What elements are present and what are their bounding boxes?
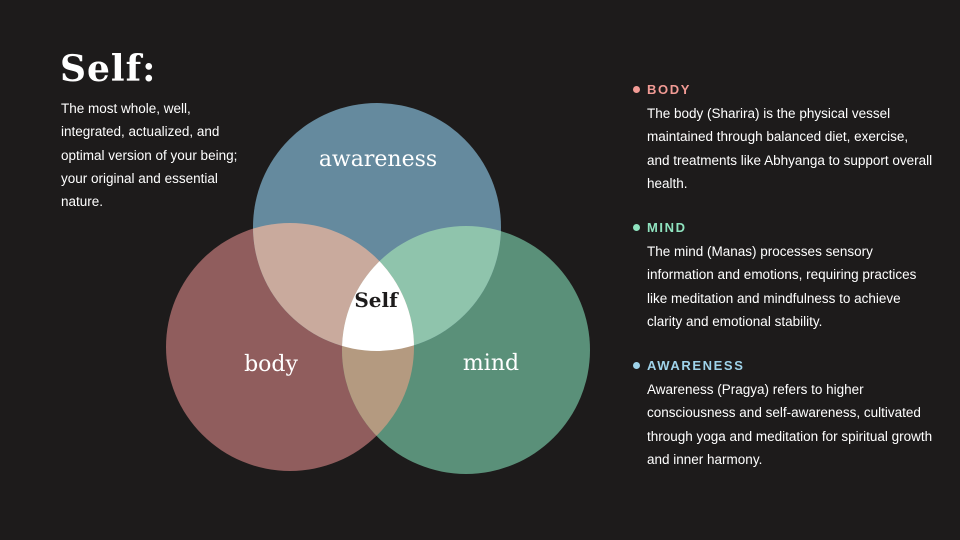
section-awareness: AWARENESS Awareness (Pragya) refers to h… [633,356,933,471]
venn-diagram: awareness body mind Self [166,103,590,474]
section-text: The mind (Manas) processes sensory infor… [647,244,917,329]
bullet-dot-icon [633,223,640,231]
bullet-dot-icon [633,85,640,93]
section-heading: MIND [647,219,687,235]
label-mind: mind [463,351,519,376]
section-heading: BODY [647,81,691,97]
section-heading: AWARENESS [647,357,745,373]
section-body: BODY The body (Sharira) is the physical … [633,80,933,195]
label-awareness: awareness [319,147,437,172]
self-description: The most whole, well, integrated, actual… [61,101,238,210]
section-text: Awareness (Pragya) refers to higher cons… [647,382,933,467]
label-body: body [244,352,298,377]
section-text: The body (Sharira) is the physical vesse… [647,106,933,191]
label-self: Self [354,288,399,312]
page-title: Self: [60,48,157,90]
bullet-dot-icon [633,361,640,369]
section-mind: MIND The mind (Manas) processes sensory … [633,218,933,333]
